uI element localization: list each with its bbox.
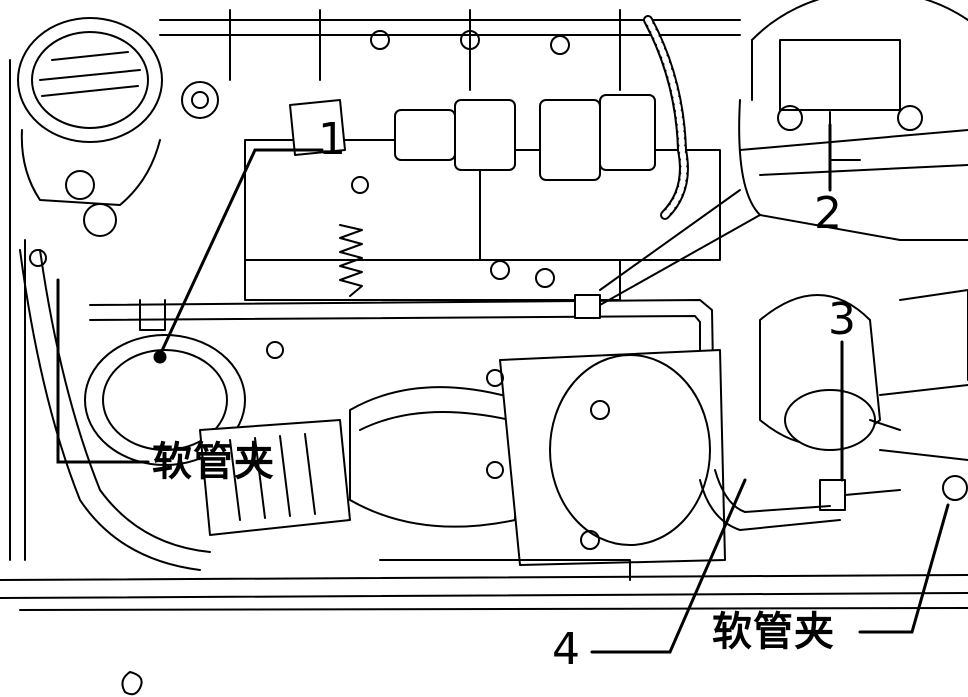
injector-connectors [289, 94, 656, 181]
leader-clamp-left [56, 278, 150, 464]
callout-2: 2 [814, 188, 842, 239]
leader-lines [56, 123, 950, 654]
leader-1 [158, 148, 324, 357]
turbocharger [486, 349, 726, 566]
hose-clamp-label-left: 软管夹 [152, 439, 275, 485]
intercooler-duct [349, 386, 521, 528]
top-rail [159, 9, 741, 119]
left-frame [9, 59, 117, 561]
hose-clamp-label-bottom-right: 软管夹 [712, 609, 835, 655]
callout-4: 4 [552, 624, 580, 675]
bottom-frame [0, 559, 968, 696]
spring [339, 224, 363, 297]
wastegate-actuator [759, 289, 968, 511]
hoses [19, 249, 841, 571]
leader-clamp-right [858, 503, 950, 634]
callout-3: 3 [828, 294, 856, 345]
oil-filler-cap [17, 17, 163, 206]
wiring-harness [643, 15, 689, 220]
callout-1: 1 [318, 114, 346, 165]
alternator [84, 334, 351, 536]
leader-4 [590, 478, 747, 654]
